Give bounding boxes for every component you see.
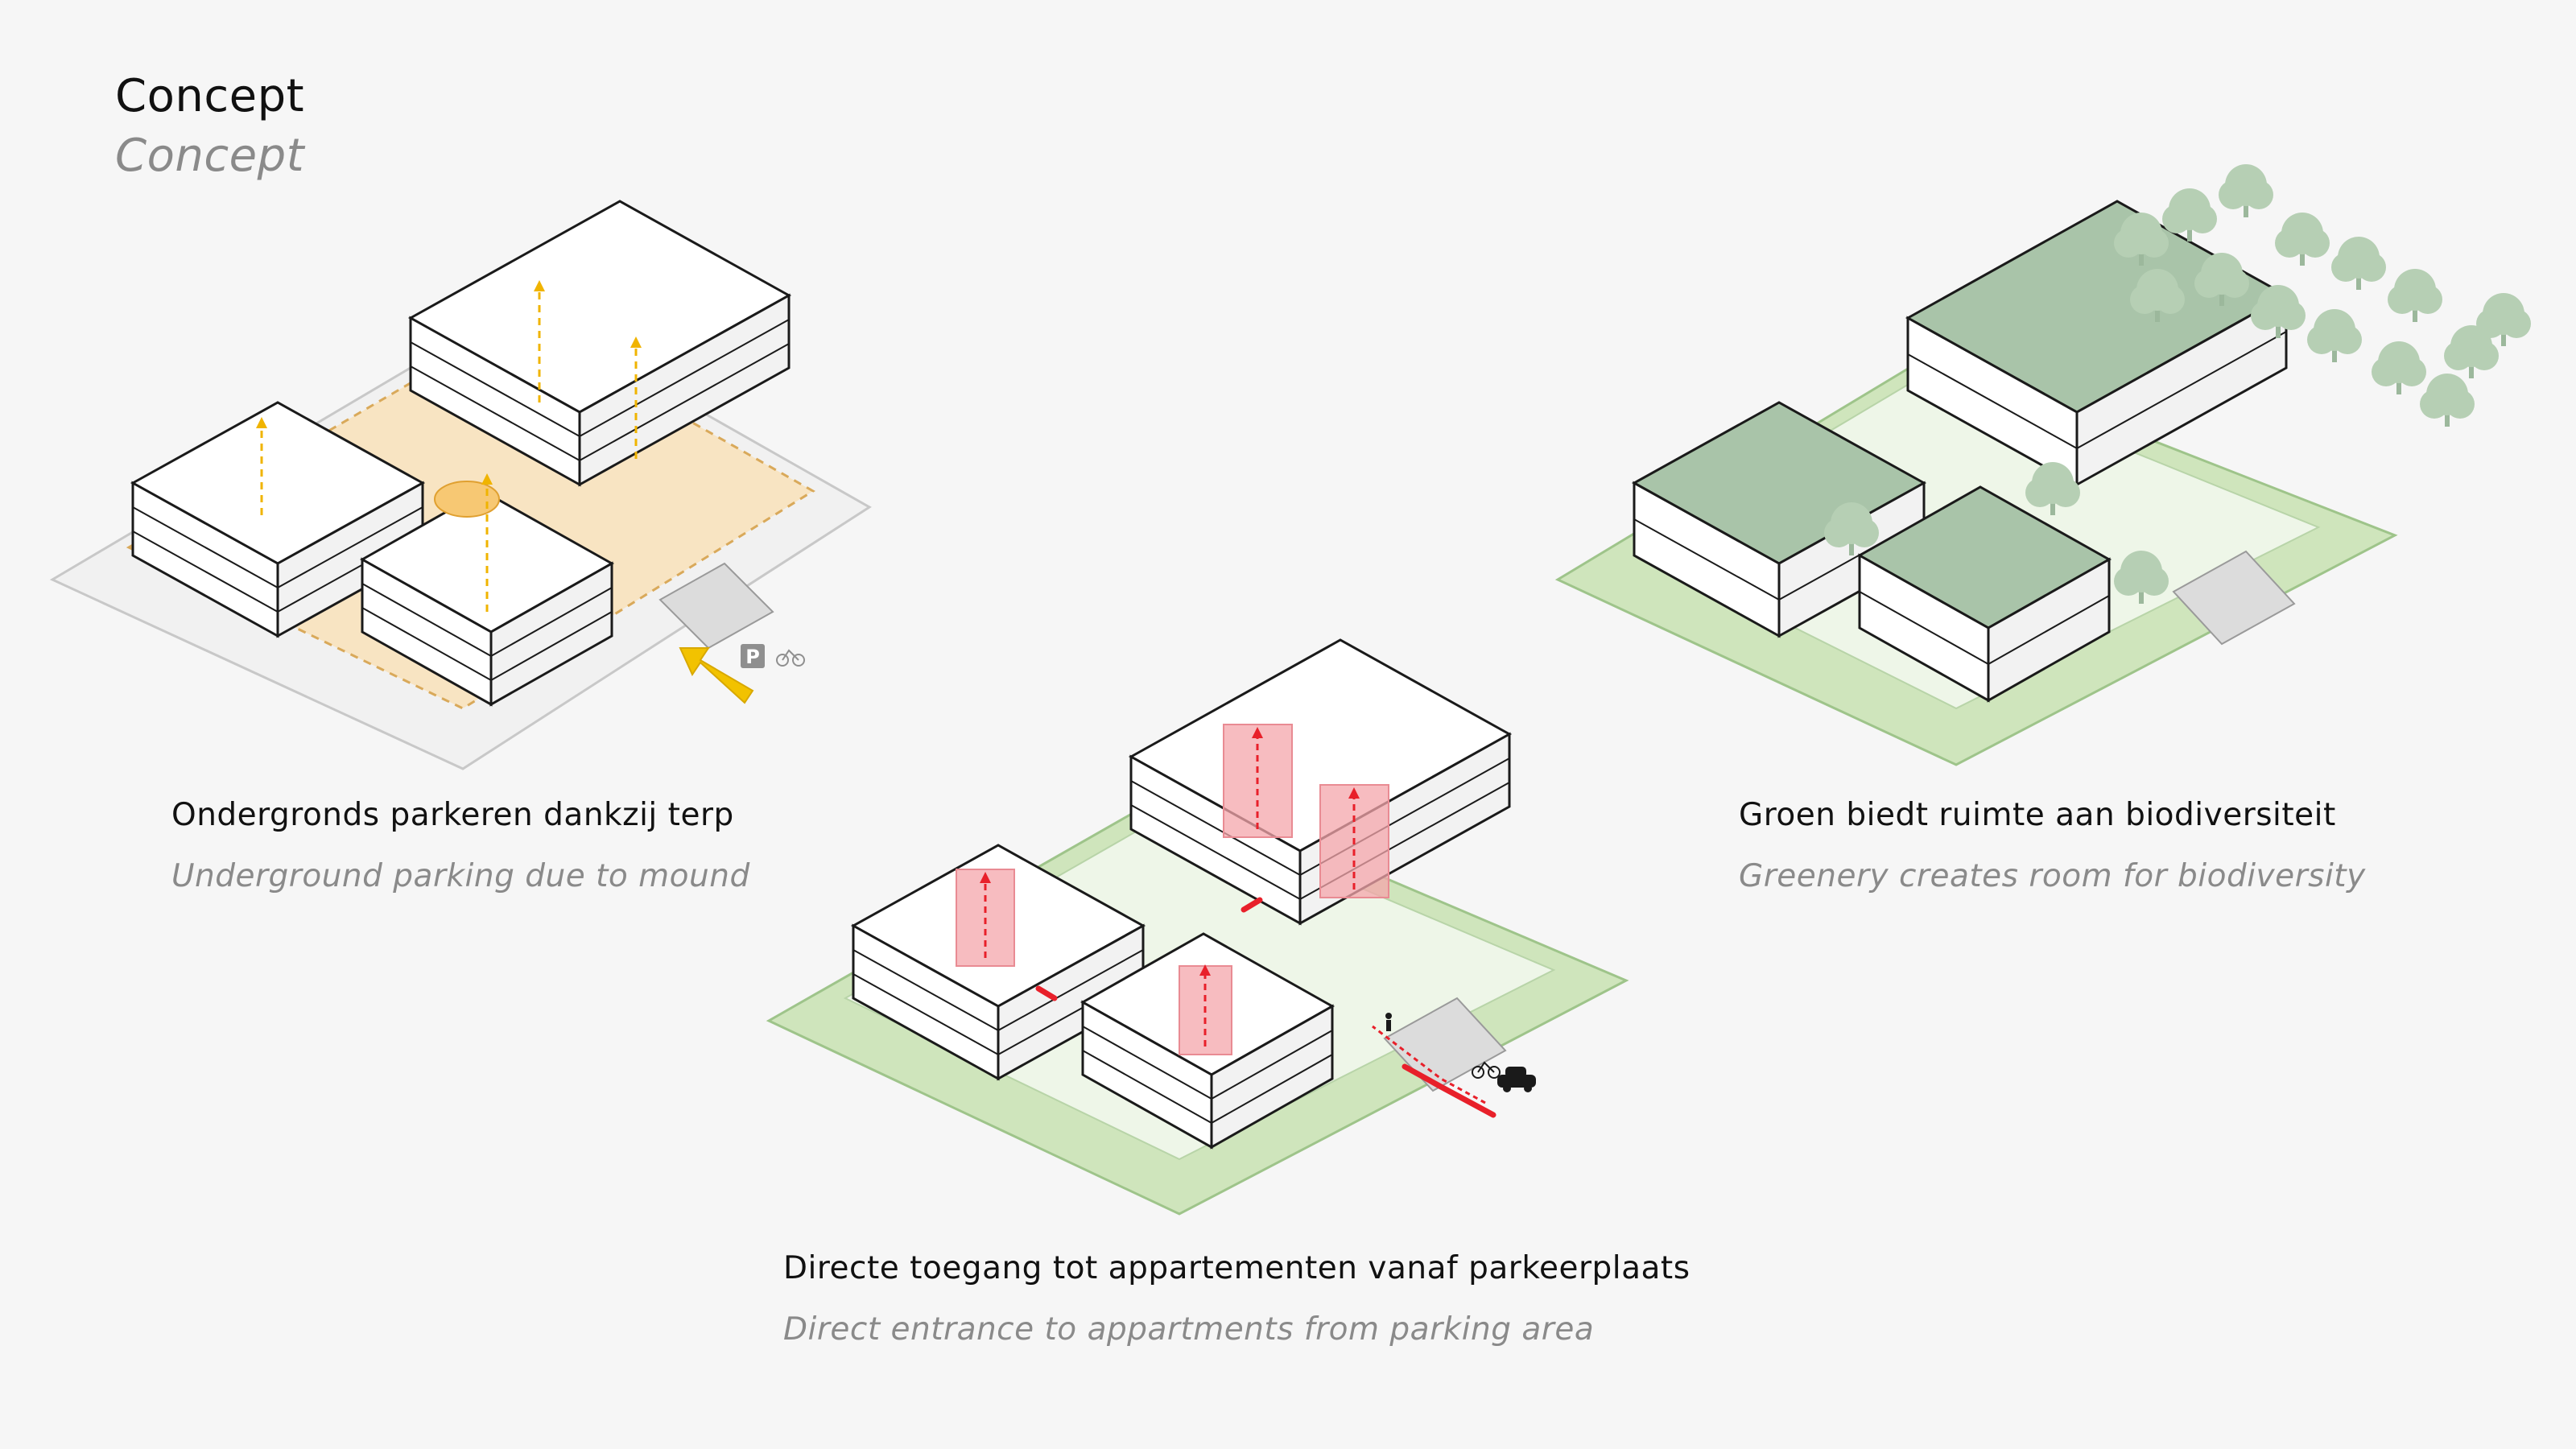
panel-parking-subtitle: Underground parking due to mound: [171, 858, 750, 894]
panel-parking-diagram: P: [49, 200, 872, 770]
panel-entrance-title: Directe toegang tot appartementen vanaf …: [783, 1250, 1690, 1286]
panel-greenery-subtitle: Greenery creates room for biodiversity: [1739, 858, 2366, 894]
pedestrian-icon: [1385, 1013, 1392, 1031]
car-icon: [1497, 1067, 1536, 1092]
panel-entrance-subtitle: Direct entrance to appartments from park…: [783, 1311, 1595, 1348]
panel-entrance-diagram: [766, 638, 1629, 1216]
page-title: Concept: [115, 70, 305, 122]
parking-sign-letter: P: [745, 646, 760, 668]
bicycle-icon: [776, 649, 805, 667]
panel-parking-title: Ondergronds parkeren dankzij terp: [171, 797, 734, 833]
parking-entrance-arrow-icon: [679, 647, 754, 704]
panel-greenery-title: Groen biedt ruimte aan biodiversiteit: [1739, 797, 2336, 833]
bicycle-icon: [1472, 1061, 1501, 1079]
panel-greenery-diagram: [1554, 164, 2531, 766]
page-subtitle: Concept: [115, 130, 305, 182]
parking-sign-icon: [741, 644, 765, 668]
